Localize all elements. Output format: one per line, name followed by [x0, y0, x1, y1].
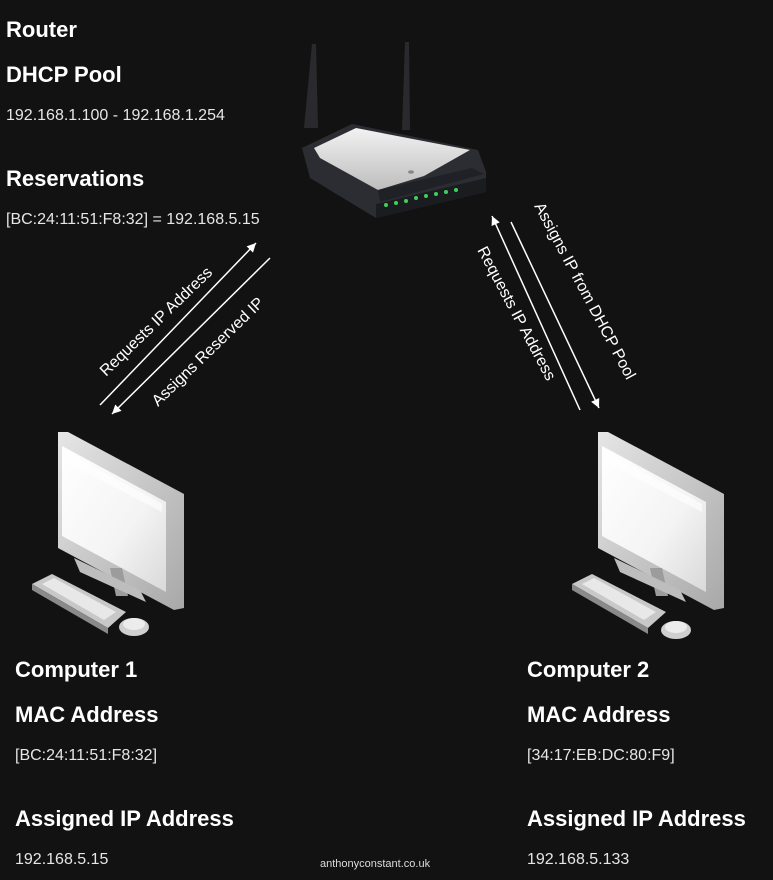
right-assign-arrow	[510, 221, 600, 409]
left-request-arrow	[99, 242, 257, 406]
dhcp-pool-heading: DHCP Pool	[6, 62, 122, 87]
computer-2-ip: 192.168.5.133	[527, 851, 630, 868]
reservations-heading: Reservations	[6, 166, 145, 191]
dhcp-pool-range: 192.168.1.100 - 192.168.1.254	[6, 107, 225, 124]
router-title: Router	[6, 17, 77, 42]
router-icon	[302, 42, 486, 218]
reservation-entry: [BC:24:11:51:F8:32] = 192.168.5.15	[6, 211, 260, 228]
computer-1-ip-heading: Assigned IP Address	[15, 806, 234, 831]
computer-1-name: Computer 1	[15, 657, 138, 682]
computer-1-ip: 192.168.5.15	[15, 851, 109, 868]
computer-2-name: Computer 2	[527, 657, 650, 682]
right-request-label: Requests IP Address	[473, 244, 558, 384]
computer-1-mac: [BC:24:11:51:F8:32]	[15, 747, 158, 764]
computer-2-ip-heading: Assigned IP Address	[527, 806, 746, 831]
computer-1-icon	[32, 432, 184, 636]
footer-credit: anthonyconstant.co.uk	[320, 858, 431, 870]
computer-2-mac-heading: MAC Address	[527, 702, 671, 727]
computer-1-mac-heading: MAC Address	[15, 702, 159, 727]
left-assign-arrow	[111, 257, 271, 415]
right-request-arrow	[491, 215, 581, 411]
computer-2-mac: [34:17:EB:DC:80:F9]	[527, 747, 675, 764]
computer-2-icon	[572, 432, 724, 639]
